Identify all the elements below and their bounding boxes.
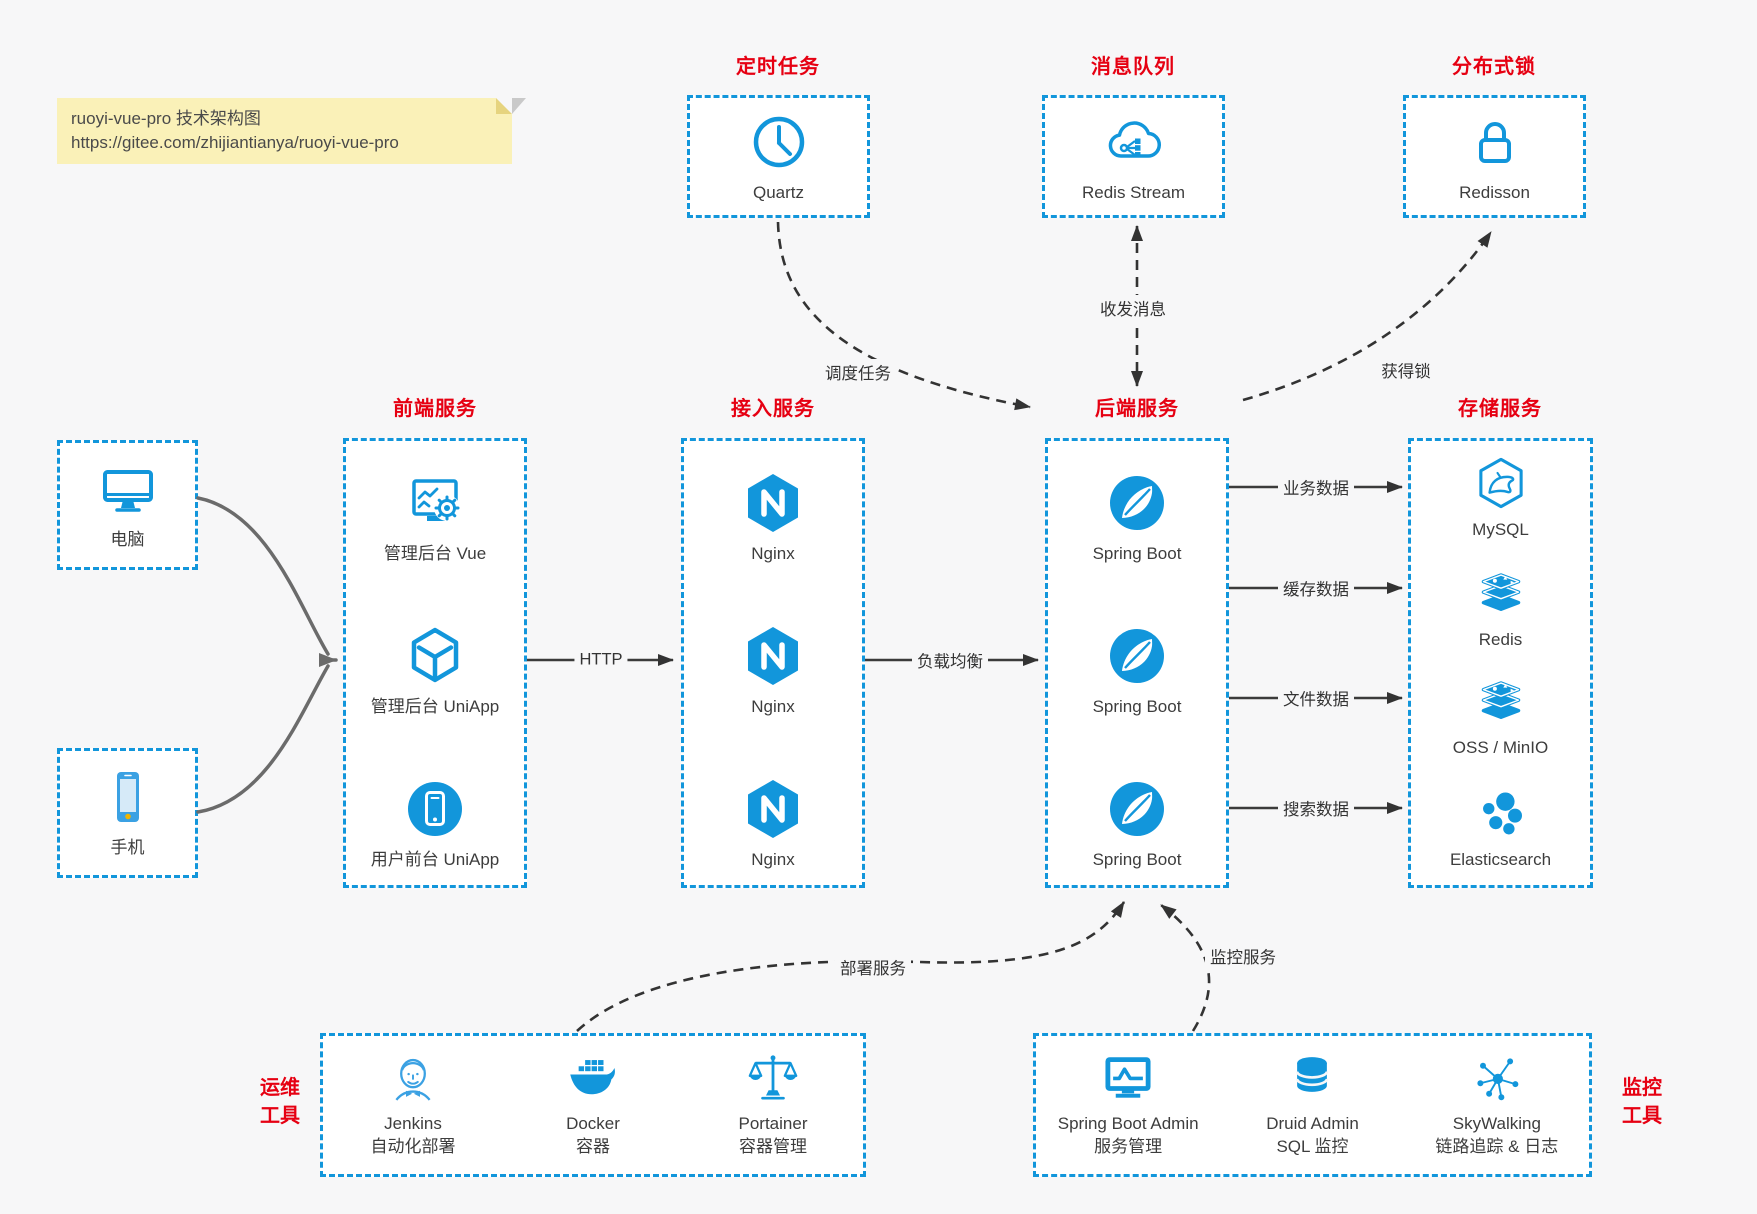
- jenkins-desc: 自动化部署: [370, 1137, 456, 1156]
- spring-boot-label: Spring Boot: [1092, 850, 1182, 869]
- nginx-label: Nginx: [751, 850, 795, 869]
- druid-admin-item: Druid Admin SQL 监控: [1221, 1050, 1403, 1158]
- edge-lock-label: 获得锁: [1376, 357, 1436, 383]
- portainer-item: Portainer 容器管理: [684, 1050, 862, 1158]
- note-fold-shadow: [512, 98, 526, 114]
- computer-icon: [96, 457, 160, 521]
- nginx-label: Nginx: [751, 697, 795, 716]
- title-scheduled-tasks: 定时任务: [736, 56, 820, 78]
- portainer-name: Portainer: [738, 1114, 808, 1133]
- sticky-note: ruoyi-vue-pro 技术架构图 https://gitee.com/zh…: [57, 98, 526, 164]
- spring-boot-label: Spring Boot: [1092, 544, 1182, 563]
- edge-load-balance-label: 负载均衡: [912, 647, 988, 673]
- edge-http-label: HTTP: [574, 649, 628, 671]
- redis-label: Redis: [1478, 630, 1523, 649]
- scheduled-tasks-box: Quartz: [687, 95, 870, 218]
- clock-icon: [747, 110, 811, 174]
- backend-services-box: Spring Boot Spring Boot Spring Boot: [1045, 438, 1229, 888]
- nginx-icon: [741, 624, 805, 688]
- edge-deploy-label: 部署服务: [835, 954, 911, 980]
- portainer-icon: [745, 1050, 801, 1106]
- nginx-label: Nginx: [751, 544, 795, 563]
- skywalking-item: SkyWalking 链路追踪 & 日志: [1406, 1050, 1588, 1158]
- pc-client-box: 电脑: [57, 440, 198, 570]
- edge-monitor-label: 监控服务: [1205, 943, 1281, 969]
- edge-file-data-label: 文件数据: [1278, 685, 1354, 711]
- nginx-icon: [741, 471, 805, 535]
- title-storage-services: 存储服务: [1458, 398, 1542, 420]
- uniapp-cube-icon: [403, 624, 467, 688]
- admin-vue-icon: [403, 471, 467, 535]
- edge-schedule-label: 调度任务: [820, 359, 896, 385]
- docker-item: Docker 容器: [504, 1050, 682, 1158]
- druid-name: Druid Admin: [1266, 1114, 1359, 1133]
- docker-desc: 容器: [575, 1137, 610, 1156]
- title-distributed-lock: 分布式锁: [1452, 56, 1536, 78]
- monitoring-tools-box: Spring Boot Admin 服务管理 Druid Admin SQL 监…: [1033, 1033, 1592, 1177]
- mysql-label: MySQL: [1472, 520, 1529, 539]
- redis-icon: [1473, 565, 1529, 621]
- frontend-services-box: 管理后台 Vue 管理后台 UniApp 用户前台 UniApp: [343, 438, 527, 888]
- skywalking-desc: 链路追踪 & 日志: [1435, 1137, 1559, 1156]
- edge-business-data-label: 业务数据: [1278, 474, 1354, 500]
- elasticsearch-icon: [1473, 785, 1529, 841]
- elasticsearch-label: Elasticsearch: [1449, 850, 1552, 869]
- oss-minio-label: OSS / MinIO: [1452, 738, 1549, 757]
- mobile-client-box: 手机: [57, 748, 198, 878]
- docker-icon: [565, 1050, 621, 1106]
- druid-desc: SQL 监控: [1276, 1137, 1349, 1156]
- cloud-stream-icon: [1102, 110, 1166, 174]
- sba-desc: 服务管理: [1094, 1137, 1163, 1156]
- edge-message-label: 收发消息: [1095, 295, 1171, 321]
- oss-minio-icon: [1473, 673, 1529, 729]
- user-uniapp-icon: [403, 777, 467, 841]
- redisson-label: Redisson: [1459, 183, 1530, 202]
- title-frontend-services: 前端服务: [393, 398, 477, 420]
- storage-services-box: MySQL Redis OSS / MinIO Elasticsearch: [1408, 438, 1593, 888]
- note-url: https://gitee.com/zhijiantianya/ruoyi-vu…: [71, 133, 399, 152]
- spring-boot-icon: [1105, 624, 1169, 688]
- edge-cache-data-label: 缓存数据: [1278, 575, 1354, 601]
- spring-boot-admin-icon: [1100, 1050, 1156, 1106]
- message-queue-box: Redis Stream: [1042, 95, 1225, 218]
- ops-tools-box: Jenkins 自动化部署 Docker 容器 Portainer 容器管理: [320, 1033, 866, 1177]
- admin-uniapp-label: 管理后台 UniApp: [370, 697, 500, 716]
- title-gateway-services: 接入服务: [731, 398, 815, 420]
- gateway-services-box: Nginx Nginx Nginx: [681, 438, 865, 888]
- mysql-icon: [1473, 455, 1529, 511]
- spring-boot-icon: [1105, 471, 1169, 535]
- quartz-label: Quartz: [752, 183, 805, 202]
- pc-label: 电脑: [110, 530, 145, 549]
- skywalking-icon: [1469, 1050, 1525, 1106]
- note-fold-icon: [496, 98, 512, 114]
- sba-name: Spring Boot Admin: [1057, 1114, 1199, 1133]
- title-message-queue: 消息队列: [1091, 56, 1175, 78]
- phone-icon: [96, 765, 160, 829]
- note-title: ruoyi-vue-pro 技术架构图: [71, 109, 261, 128]
- nginx-icon: [741, 777, 805, 841]
- jenkins-name: Jenkins: [384, 1114, 442, 1133]
- lock-icon: [1463, 110, 1527, 174]
- spring-boot-admin-item: Spring Boot Admin 服务管理: [1037, 1050, 1219, 1158]
- edge-search-data-label: 搜索数据: [1278, 795, 1354, 821]
- portainer-desc: 容器管理: [738, 1137, 807, 1156]
- docker-name: Docker: [566, 1114, 620, 1133]
- distributed-lock-box: Redisson: [1403, 95, 1586, 218]
- jenkins-icon: [385, 1050, 441, 1106]
- user-uniapp-label: 用户前台 UniApp: [370, 850, 500, 869]
- druid-database-icon: [1284, 1050, 1340, 1106]
- spring-boot-icon: [1105, 777, 1169, 841]
- monitoring-tools-title: 监控 工具: [1622, 1077, 1662, 1127]
- spring-boot-label: Spring Boot: [1092, 697, 1182, 716]
- ops-tools-title: 运维 工具: [260, 1077, 300, 1127]
- client-to-frontend-arrows: [196, 496, 338, 814]
- redis-stream-label: Redis Stream: [1082, 183, 1185, 202]
- jenkins-item: Jenkins 自动化部署: [324, 1050, 502, 1158]
- mobile-label: 手机: [110, 838, 145, 857]
- skywalking-name: SkyWalking: [1452, 1114, 1541, 1133]
- admin-vue-label: 管理后台 Vue: [383, 544, 487, 563]
- title-backend-services: 后端服务: [1095, 398, 1179, 420]
